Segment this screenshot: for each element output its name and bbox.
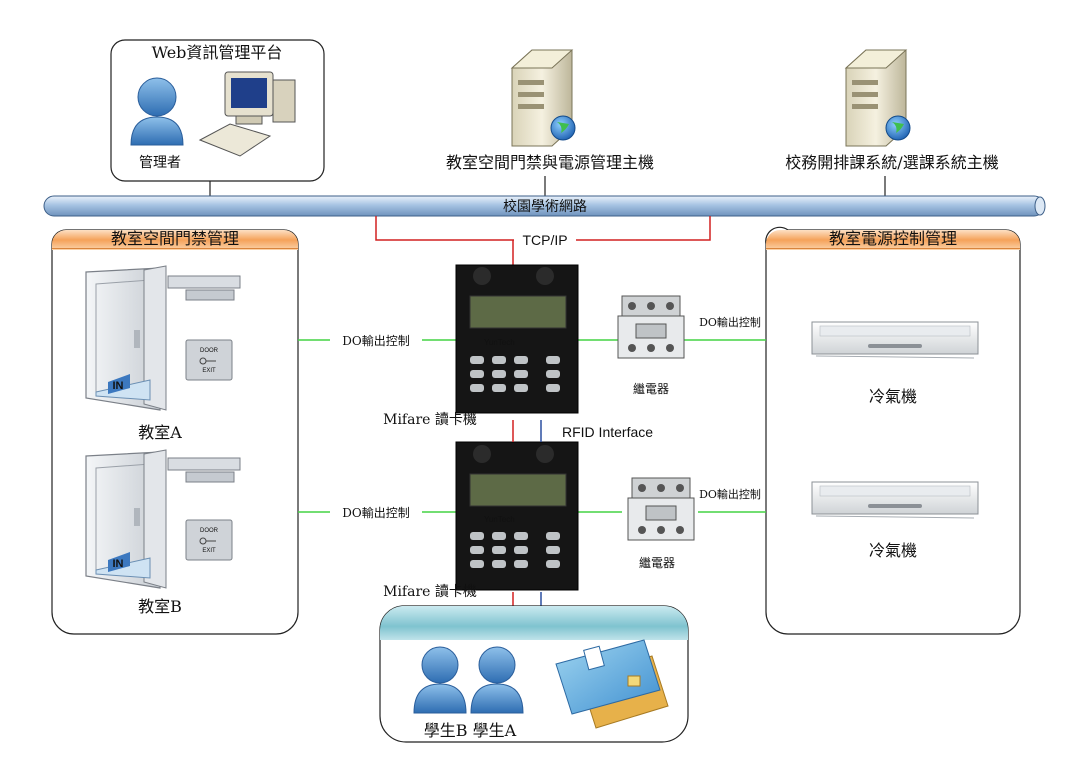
rfid-interface-label: RFID Interface xyxy=(562,424,653,440)
admin-label: 管理者 xyxy=(139,155,181,171)
ac-top-label: 冷氣機 xyxy=(869,387,917,406)
air-conditioner-icon xyxy=(811,321,979,359)
relay-bottom: 繼電器 xyxy=(627,477,695,570)
do-label-left-bottom: DO輸出控制 xyxy=(342,505,409,520)
reader-brand: YunTech xyxy=(484,515,515,524)
relay-icon xyxy=(627,477,695,541)
do-control-lines: DO輸出控制 DO輸出控制 DO輸出控制 DO輸出控制 xyxy=(298,315,766,520)
course-system-server: 校務開排課系統/選課系統主機 xyxy=(785,49,999,196)
relay-top-label: 繼電器 xyxy=(633,382,669,396)
reader-brand: YunTech xyxy=(484,338,515,347)
air-conditioner-icon xyxy=(811,481,979,519)
student-b-person-icon xyxy=(413,646,467,714)
access-server-label: 教室空間門禁與電源管理主機 xyxy=(446,153,654,172)
course-server-label: 校務開排課系統/選課系統主機 xyxy=(785,153,998,172)
relay-icon xyxy=(617,295,685,359)
rfid-interface-link: RFID Interface xyxy=(512,420,653,606)
magnetic-lock-icon xyxy=(167,275,241,301)
left-panel-title: 教室空間門禁管理 xyxy=(111,229,239,248)
globe-land xyxy=(892,122,904,133)
door-icon: IN xyxy=(85,449,167,589)
card-reader-top: YunTech Mifare 讀卡機 xyxy=(383,264,579,428)
web-panel-title: Web資訊管理平台 xyxy=(152,43,283,62)
door-access-panel: 教室空間門禁管理 IN DOOR EXIT 教室A xyxy=(51,229,299,635)
reader-bottom-label: Mifare 讀卡機 xyxy=(383,584,477,600)
do-label-left-top: DO輸出控制 xyxy=(342,333,409,348)
magnetic-lock-icon xyxy=(167,457,241,483)
do-label-right-top: DO輸出控制 xyxy=(699,315,761,329)
campus-backbone: 校園學術網路 xyxy=(43,195,1046,217)
reader-top-label: Mifare 讀卡機 xyxy=(383,412,477,428)
exit-button-icon: DOOR EXIT xyxy=(185,519,233,561)
tcp-ip-link: TCP/IP xyxy=(375,216,711,265)
exit-plate-bottom: EXIT xyxy=(202,368,216,374)
student-a-person-icon xyxy=(470,646,524,714)
power-control-panel: 教室電源控制管理 冷氣機 冷氣機 xyxy=(765,226,1021,635)
tcp-ip-label: TCP/IP xyxy=(522,232,567,248)
door-in-text: IN xyxy=(113,380,124,392)
door-in-text: IN xyxy=(113,558,124,570)
students-label: 學生B 學生A xyxy=(424,721,517,740)
exit-button-icon: DOOR EXIT xyxy=(185,339,233,381)
do-label-right-bottom: DO輸出控制 xyxy=(699,487,761,501)
students-panel: 學生B 學生A xyxy=(379,605,689,743)
ac-bottom-label: 冷氣機 xyxy=(869,541,917,560)
exit-plate-bottom: EXIT xyxy=(202,548,216,554)
keypad-icon xyxy=(470,356,560,392)
exit-plate-top: DOOR xyxy=(200,348,219,354)
relay-bottom-label: 繼電器 xyxy=(639,556,675,570)
classroom-a-label: 教室A xyxy=(138,423,182,442)
keypad-icon xyxy=(470,532,560,568)
exit-plate-top: DOOR xyxy=(200,528,219,534)
relay-top: 繼電器 xyxy=(617,295,685,396)
access-power-server: 教室空間門禁與電源管理主機 xyxy=(446,49,654,196)
right-panel-title: 教室電源控制管理 xyxy=(829,229,957,248)
web-management-panel: Web資訊管理平台 管理者 xyxy=(110,39,325,196)
globe-land xyxy=(557,122,569,133)
id-card-icon xyxy=(555,639,669,729)
card-reader-bottom: YunTech Mifare 讀卡機 xyxy=(383,441,579,600)
admin-person-icon xyxy=(130,77,184,146)
door-icon: IN xyxy=(85,265,167,411)
backbone-label: 校園學術網路 xyxy=(503,198,587,215)
classroom-b-label: 教室B xyxy=(138,597,182,616)
computer-icon xyxy=(198,71,296,157)
